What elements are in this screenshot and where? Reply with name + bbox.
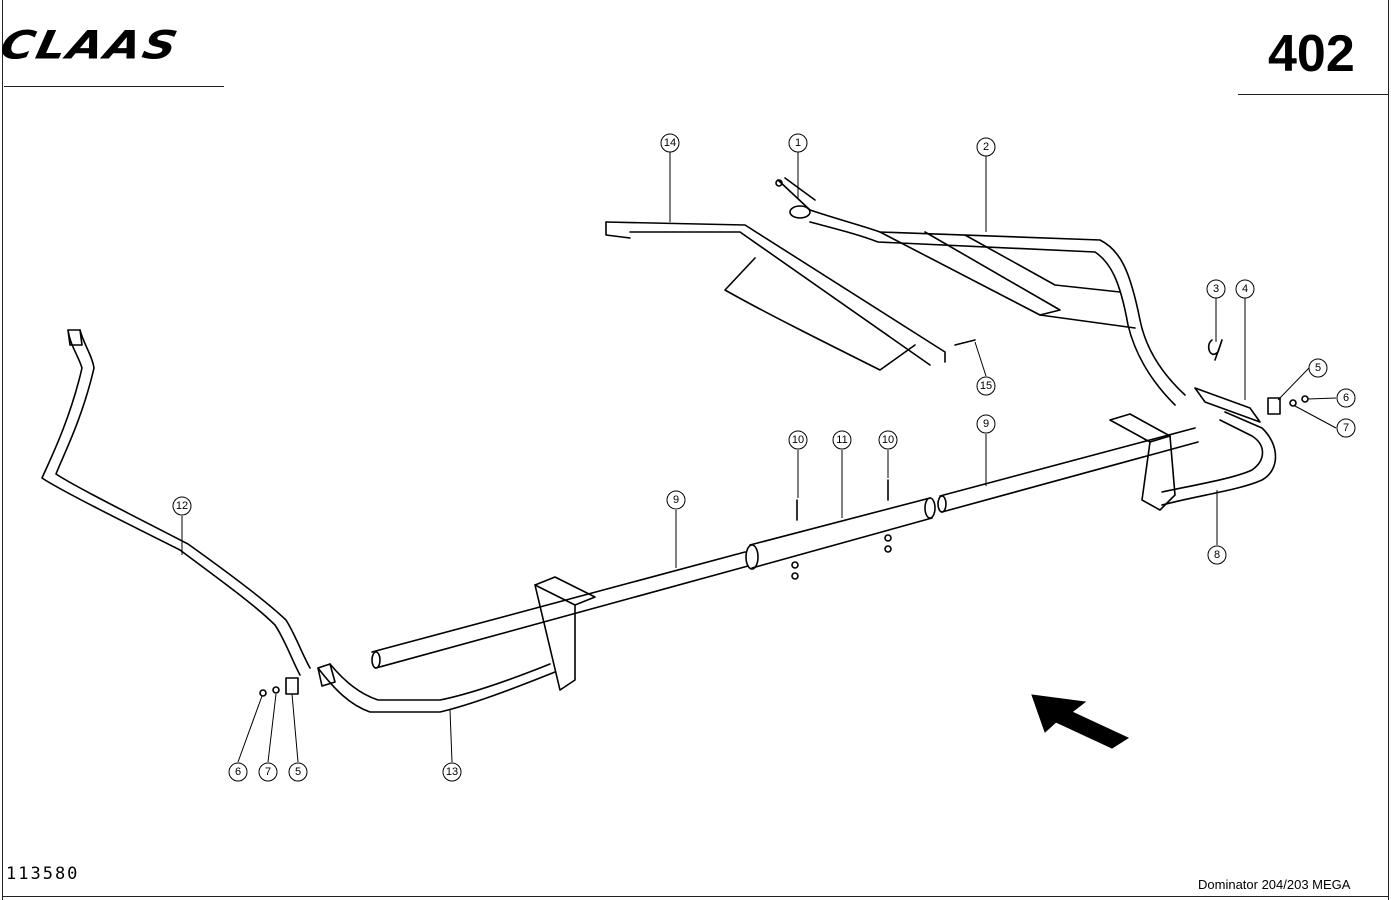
callout-3: 3 (1206, 279, 1226, 299)
page-number: 402 (1268, 25, 1355, 83)
leader-15 (974, 341, 987, 377)
callout-2: 2 (976, 137, 996, 157)
svg-text:12: 12 (176, 500, 188, 512)
part-3-clip (1207, 339, 1223, 361)
part-7-washer-left (272, 686, 280, 694)
leader-7-left (267, 693, 277, 763)
svg-text:11: 11 (836, 434, 847, 446)
callout-10-left: 10 (788, 430, 808, 450)
leader-6-left (237, 695, 263, 763)
svg-text:15: 15 (980, 380, 992, 392)
callout-6-right: 6 (1336, 388, 1356, 408)
frame-left-border (2, 0, 3, 900)
part-12-left-tube (41, 329, 311, 676)
svg-text:7: 7 (265, 766, 271, 778)
callout-5-right: 5 (1308, 358, 1328, 378)
svg-text:8: 8 (1214, 549, 1220, 561)
callout-9-right: 9 (976, 414, 996, 434)
callout-7-left: 7 (258, 762, 278, 782)
part-8-right-tube (1161, 411, 1277, 506)
svg-text:4: 4 (1242, 283, 1248, 295)
part-1-rod (775, 177, 816, 219)
nut-sleeve-right-2 (884, 545, 892, 553)
callout-6-left: 6 (228, 762, 248, 782)
nut-sleeve-left-2 (791, 572, 799, 580)
svg-text:10: 10 (882, 434, 894, 446)
leader-5-left (291, 693, 299, 763)
callout-10-right: 10 (878, 430, 898, 450)
svg-text:2: 2 (983, 141, 989, 153)
part-14-shield (605, 221, 946, 371)
svg-text:6: 6 (1343, 392, 1349, 404)
callout-9-left: 9 (666, 490, 686, 510)
part-2-guard (809, 209, 1186, 406)
part-15-bolt (954, 339, 976, 346)
svg-text:13: 13 (446, 766, 458, 778)
leader-6-right (1307, 397, 1337, 400)
callout-13: 13 (442, 762, 462, 782)
svg-text:7: 7 (1343, 422, 1349, 434)
callout-11: 11 (832, 430, 852, 450)
svg-text:5: 5 (1315, 362, 1321, 374)
left-bracket (534, 576, 596, 691)
svg-text:14: 14 (664, 137, 676, 149)
leader-5-right (1277, 367, 1310, 401)
nut-sleeve-right-1 (884, 534, 892, 542)
callout-8: 8 (1207, 545, 1227, 565)
frame-right-border (1388, 0, 1389, 900)
part-9-right-tube (937, 427, 1199, 513)
part-6-nut-right (1301, 395, 1309, 403)
callout-7-right: 7 (1336, 418, 1356, 438)
part-11-sleeve (745, 497, 936, 570)
part-7-washer-right (1289, 399, 1297, 407)
leader-13 (449, 709, 453, 763)
callout-14: 14 (660, 133, 680, 153)
callout-4: 4 (1235, 279, 1255, 299)
drawing-number: 113580 (6, 864, 80, 884)
svg-text:1: 1 (795, 137, 801, 149)
logo-underline (4, 86, 224, 87)
svg-text:3: 3 (1213, 283, 1219, 295)
svg-text:9: 9 (983, 418, 989, 430)
svg-text:9: 9 (673, 494, 679, 506)
nut-sleeve-left-1 (791, 561, 799, 569)
part-9-left-tube (371, 551, 749, 669)
frame-bottom-border (2, 896, 1389, 897)
part-5-plate-right (1267, 397, 1281, 415)
right-bracket (1109, 413, 1176, 511)
model-name: Dominator 204/203 MEGA (1198, 877, 1351, 892)
leader-7-right (1294, 405, 1337, 429)
callout-1: 1 (788, 133, 808, 153)
callout-12: 12 (172, 496, 192, 516)
svg-text:10: 10 (792, 434, 804, 446)
page-number-underline (1238, 94, 1388, 95)
part-5-plate-left (285, 677, 299, 695)
svg-text:6: 6 (235, 766, 241, 778)
callout-5-left: 5 (288, 762, 308, 782)
callout-15: 15 (976, 376, 996, 396)
part-13-lower-tube (317, 663, 556, 713)
part-4-plate (1194, 387, 1261, 423)
svg-text:5: 5 (295, 766, 301, 778)
direction-arrow-icon (1031, 694, 1130, 749)
part-6-nut-left (259, 689, 267, 697)
